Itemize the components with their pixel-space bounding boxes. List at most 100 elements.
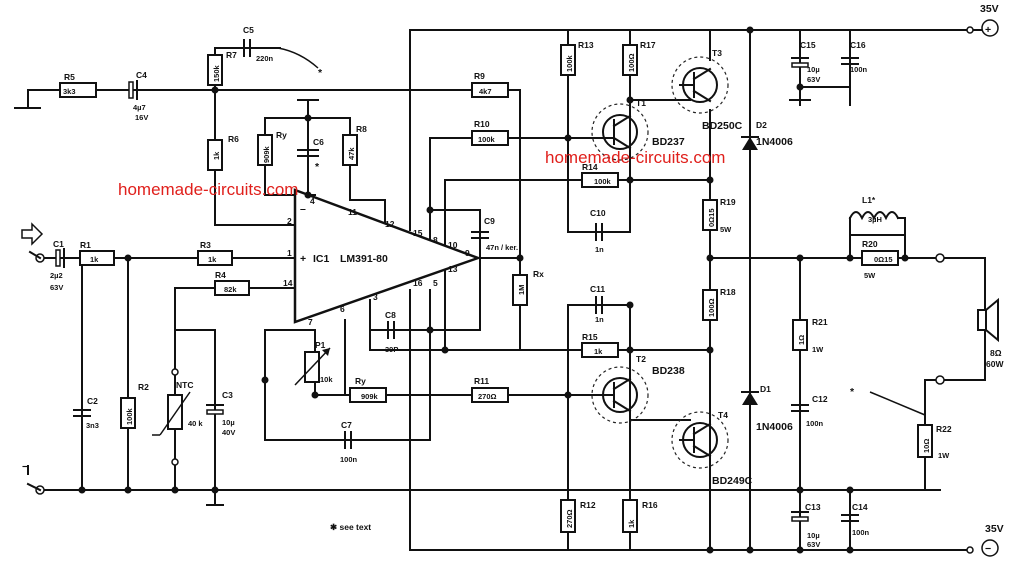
svg-text:C4: C4	[136, 70, 147, 80]
potentiometer-p1: P1 10k	[294, 340, 333, 386]
resistor-ry: 909k 909k Ry	[257, 130, 287, 166]
svg-text:T2: T2	[636, 354, 646, 364]
svg-text:−: −	[22, 461, 28, 473]
resistor-r5: 3k3 R5	[59, 72, 97, 98]
svg-text:220n: 220n	[256, 54, 274, 63]
resistor-r2: 100k R2	[120, 382, 149, 429]
svg-text:C8: C8	[385, 310, 396, 320]
svg-text:*: *	[318, 67, 323, 79]
svg-text:C2: C2	[87, 396, 98, 406]
resistor-r15: 100k R14	[581, 162, 619, 188]
ic-pin-9: 9	[465, 248, 470, 258]
ic-pin-2: 2	[287, 216, 292, 226]
svg-text:16V: 16V	[135, 113, 148, 122]
transistor-t2: T2 BD238	[591, 354, 685, 424]
svg-text:Rx: Rx	[533, 269, 544, 279]
svg-text:100n: 100n	[852, 528, 870, 537]
resistor-r8: 47k R8	[342, 124, 367, 166]
ic-pin-10: 10	[448, 240, 458, 250]
resistor-r22: 1Ω R21 1W	[792, 317, 828, 354]
svg-text:100n: 100n	[850, 65, 868, 74]
svg-text:R22: R22	[936, 424, 952, 434]
transistor-t4: T4 BD249C	[671, 410, 753, 487]
svg-text:C3: C3	[222, 390, 233, 400]
resistor-r18: 100Ω R17	[622, 40, 656, 76]
resistor-r16: 1k R15	[581, 332, 619, 358]
svg-text:L1*: L1*	[862, 195, 876, 205]
output-terminal-top	[935, 253, 945, 263]
capacitor-c13: C13 10µ 63V	[791, 502, 821, 549]
resistor-r23: 10Ω R22 1W	[917, 424, 952, 460]
resistor-rx: 1M Rx	[512, 269, 544, 306]
svg-text:R9: R9	[474, 71, 485, 81]
ic-pin-16: 16	[413, 278, 423, 288]
feedback-wiring	[14, 47, 711, 259]
svg-text:BD250C: BD250C	[702, 120, 743, 132]
ic-part: LM391-80	[340, 253, 388, 265]
see-text-note: ✱ see text	[330, 522, 371, 532]
svg-text:R11: R11	[474, 376, 489, 386]
svg-text:40V: 40V	[222, 428, 235, 437]
diode-d2: D2 1N4006	[741, 120, 793, 150]
ic-pin-11: 11	[348, 207, 357, 217]
svg-text:1k: 1k	[627, 519, 636, 528]
inductor-l1: L1* 3µH	[848, 195, 906, 236]
svg-text:1n: 1n	[595, 245, 604, 254]
svg-text:100k: 100k	[594, 177, 612, 186]
svg-text:C9: C9	[484, 216, 495, 226]
svg-text:1k: 1k	[208, 255, 217, 264]
resistor-r7: 150k R7	[207, 50, 237, 86]
svg-text:R13: R13	[578, 40, 594, 50]
capacitor-c14: C14 100n	[841, 502, 870, 537]
resistor-r10: 4k7 R9	[471, 71, 509, 98]
svg-text:0Ω15: 0Ω15	[874, 255, 893, 264]
capacitor-c4: C4 4µ7 16V	[128, 70, 148, 122]
svg-text:C1: C1	[53, 239, 64, 249]
junction-dots	[78, 26, 909, 554]
svg-text:100Ω: 100Ω	[627, 53, 636, 72]
svg-text:*: *	[315, 161, 320, 173]
output-terminal-bottom	[935, 375, 945, 385]
svg-text:C12: C12	[812, 394, 828, 404]
capacitor-c8: C8 39P	[385, 310, 398, 354]
svg-text:R17: R17	[640, 40, 656, 50]
svg-text:100k: 100k	[565, 54, 574, 72]
svg-text:R4: R4	[215, 270, 226, 280]
svg-text:C13: C13	[805, 502, 821, 512]
svg-text:909k: 909k	[262, 145, 271, 163]
svg-text:R15: R15	[582, 332, 598, 342]
ic-pin-1: 1	[287, 248, 292, 258]
svg-text:40 k: 40 k	[188, 419, 203, 428]
output-stage-wiring	[567, 29, 986, 551]
svg-text:T1: T1	[636, 98, 646, 108]
capacitor-c15: C15 10µ 63V	[791, 40, 820, 84]
resistor-r17: 1k R16	[622, 499, 658, 533]
svg-text:35V: 35V	[985, 523, 1004, 535]
resistor-r19: 100Ω R18	[702, 287, 736, 321]
svg-text:1n: 1n	[595, 315, 604, 324]
svg-text:BD238: BD238	[652, 365, 685, 377]
ic-pin-7: 7	[308, 317, 313, 327]
resistor-r11: 100k R10	[471, 119, 509, 146]
resistor-r20: 0Ω15 R19 5W	[702, 197, 736, 234]
svg-text:C15: C15	[800, 40, 816, 50]
svg-text:R18: R18	[720, 287, 736, 297]
svg-text:1W: 1W	[938, 451, 950, 460]
svg-text:T3: T3	[712, 48, 722, 58]
svg-text:1Ω: 1Ω	[797, 335, 806, 345]
svg-text:10k: 10k	[320, 375, 333, 384]
svg-text:1k: 1k	[212, 151, 221, 160]
thermistor-ntc: NTC 40 k	[152, 368, 203, 466]
svg-text:1N4006: 1N4006	[756, 136, 793, 148]
svg-text:10µ: 10µ	[222, 418, 235, 427]
svg-text:39P: 39P	[385, 345, 398, 354]
svg-text:R3: R3	[200, 240, 211, 250]
capacitor-c12: C12 100n	[791, 394, 828, 428]
capacitor-c9: C9 47n / ker.	[471, 216, 518, 252]
svg-text:100n: 100n	[806, 419, 824, 428]
ic-pin-5: 5	[433, 278, 438, 288]
svg-text:10µ: 10µ	[807, 531, 820, 540]
svg-text:R1: R1	[80, 240, 91, 250]
capacitor-c6: C6 *	[297, 137, 324, 173]
